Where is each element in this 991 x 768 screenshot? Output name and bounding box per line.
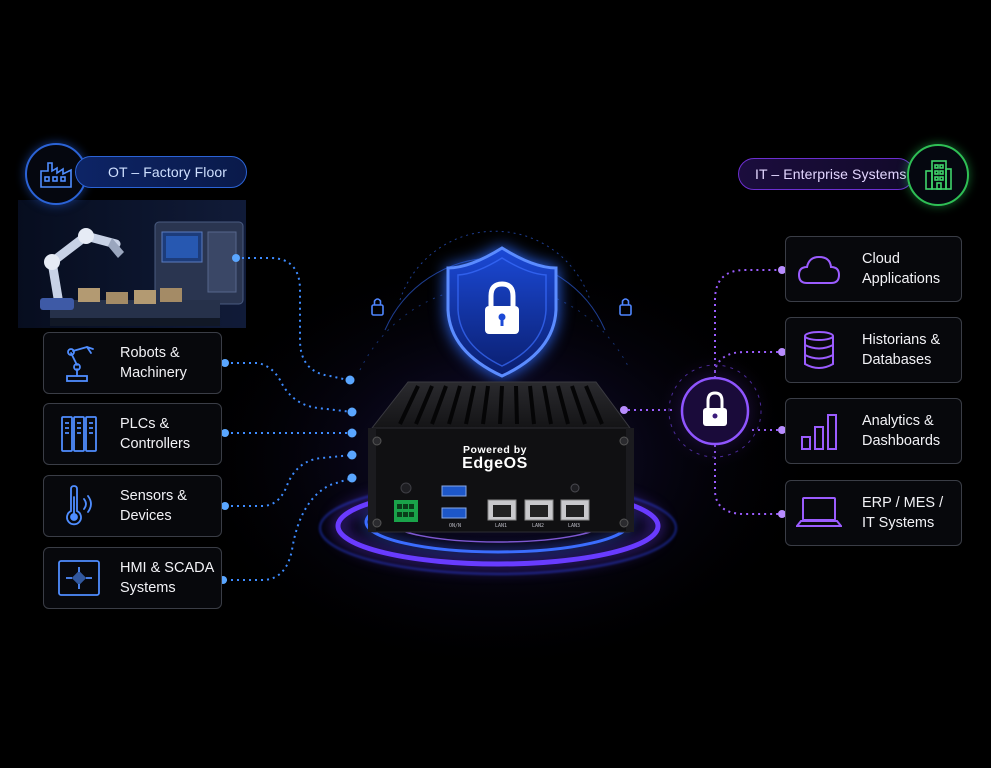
robot-arm-icon	[56, 340, 102, 386]
hmi-screen-icon	[56, 555, 102, 601]
device-powered-by-label: Powered by	[463, 444, 527, 456]
it-card-cloud[interactable]: Cloud Applications	[785, 236, 962, 302]
device-brand-label: EdgeOS	[462, 455, 528, 472]
it-connection-lines	[622, 269, 782, 515]
lan-port-label: LAN2	[532, 523, 545, 529]
factory-floor-illustration	[18, 200, 246, 328]
thermometer-sensor-icon	[56, 483, 102, 529]
ot-card-hmi-scada[interactable]: HMI & SCADA Systems	[43, 547, 222, 609]
small-lock-left-icon	[371, 298, 384, 316]
ot-connection-lines	[225, 257, 353, 581]
ot-card-plcs[interactable]: PLCs & Controllers	[43, 403, 222, 465]
it-card-label: Historians & Databases	[862, 332, 941, 368]
office-building-icon	[907, 144, 969, 206]
bar-chart-icon	[796, 408, 842, 454]
cloud-icon	[796, 246, 842, 292]
it-enterprise-systems-title: IT – Enterprise Systems	[738, 158, 914, 190]
small-lock-right-icon	[619, 298, 632, 316]
it-card-analytics[interactable]: Analytics & Dashboards	[785, 398, 962, 464]
it-card-label: ERP / MES / IT Systems	[862, 495, 944, 531]
ot-card-sensors[interactable]: Sensors & Devices	[43, 475, 222, 537]
it-card-label: Analytics & Dashboards	[862, 413, 941, 449]
it-card-erp[interactable]: ERP / MES / IT Systems	[785, 480, 962, 546]
it-security-lock-hub	[655, 351, 775, 471]
ot-card-label: Robots & Machinery	[120, 345, 187, 381]
it-connection-nodes	[620, 266, 786, 518]
ot-card-label: HMI & SCADA Systems	[120, 560, 215, 596]
edge-device	[368, 381, 634, 533]
plc-rack-icon	[56, 411, 102, 457]
ot-connection-nodes	[219, 254, 357, 584]
it-card-historians[interactable]: Historians & Databases	[785, 317, 962, 383]
database-icon	[796, 327, 842, 373]
ot-card-label: PLCs & Controllers	[120, 416, 191, 452]
it-card-label: Cloud Applications	[862, 251, 941, 287]
ot-factory-floor-title: OT – Factory Floor	[75, 156, 247, 188]
security-shield-icon	[446, 246, 558, 378]
lan-port-label: LAN1	[495, 523, 508, 529]
ot-card-robots[interactable]: Robots & Machinery	[43, 332, 222, 394]
laptop-icon	[796, 490, 842, 536]
lan-port-label: LAN3	[568, 523, 581, 529]
ot-card-label: Sensors & Devices	[120, 488, 187, 524]
usb-port-label: ON/N	[449, 523, 462, 529]
